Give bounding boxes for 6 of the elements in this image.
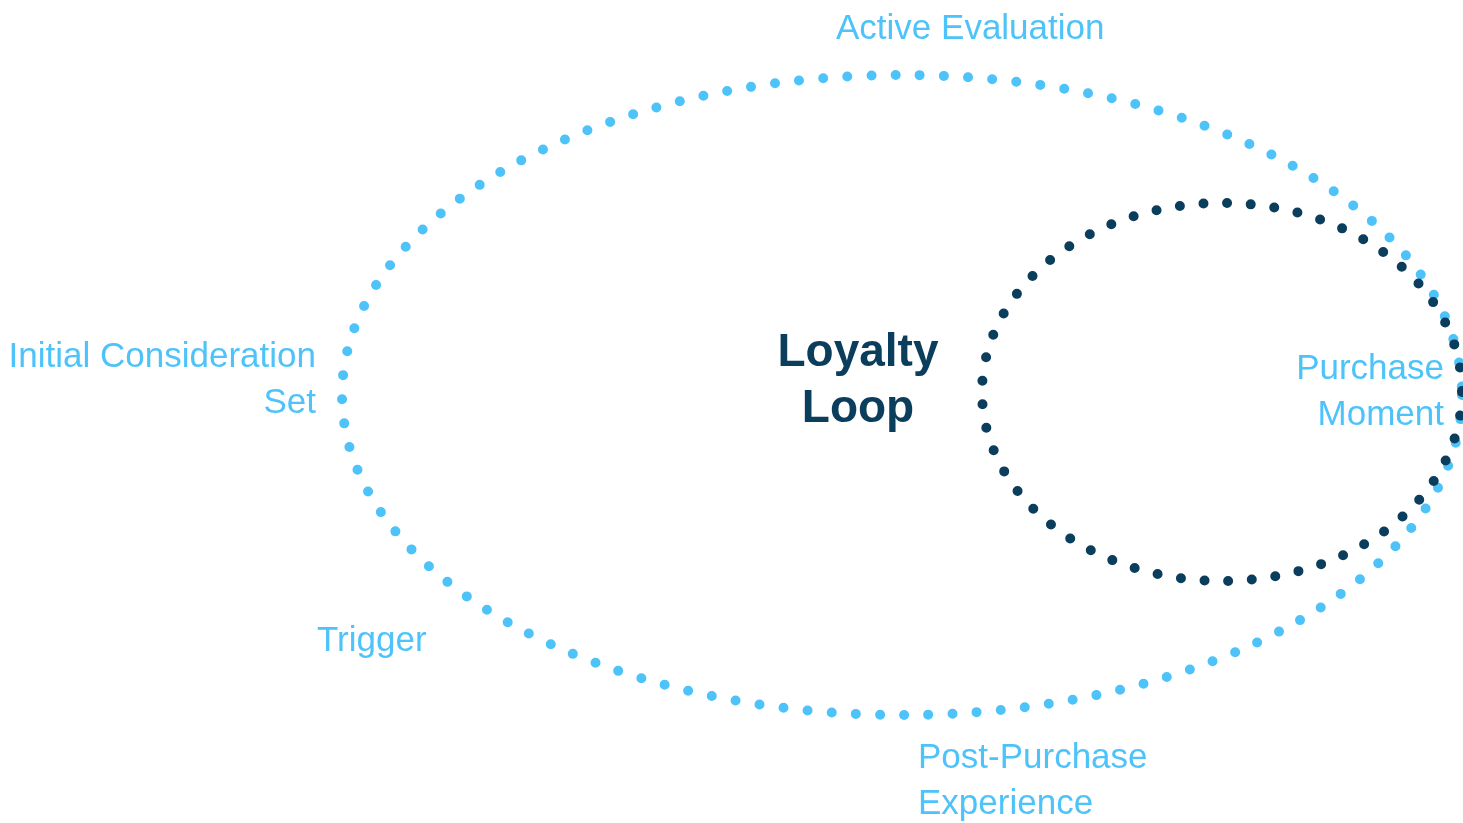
stage-label: Purchase Moment xyxy=(1295,346,1444,434)
stage-label: Active Evaluation xyxy=(836,6,1106,48)
stage-label: Initial Consideration Set xyxy=(7,334,316,422)
stage-label: Trigger xyxy=(317,618,428,660)
center-title: Loyalty Loop xyxy=(776,323,940,434)
stage-label: Post-Purchase Experience xyxy=(918,735,1149,823)
